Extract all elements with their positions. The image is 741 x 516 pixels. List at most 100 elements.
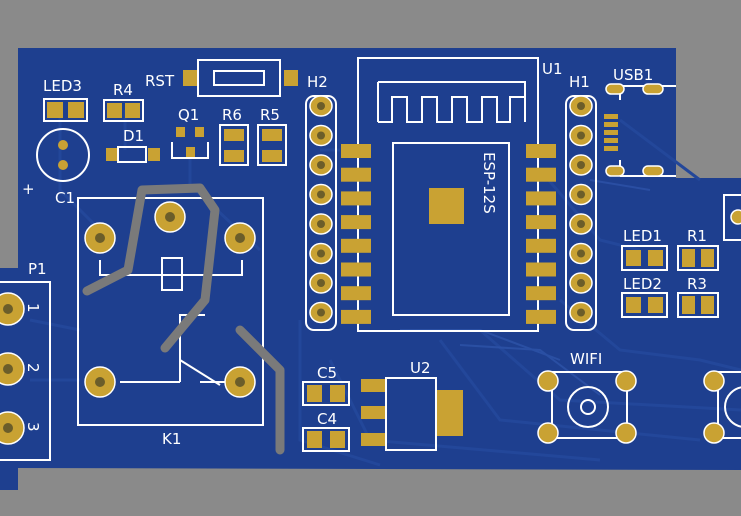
usb1-mount-top-left [605,83,625,95]
q1-pad-1 [176,127,185,137]
usb1-mount-bottom-left [605,165,625,177]
rst-pad-right [284,70,298,86]
label-k1: K1 [162,430,181,448]
wifi-button-cap [567,386,609,428]
label-p1: P1 [28,260,47,278]
led3-pad-right [68,102,84,118]
usb1-pin-5 [604,146,618,151]
label-rst: RST [145,72,175,90]
u1-pad-right-3 [526,191,556,206]
label-r3: R3 [687,275,707,293]
wifi-button-outline [551,371,628,439]
wifi-button-pad-tl [537,370,559,392]
u1-pad-left-2 [341,167,371,182]
r5-pad-bottom [262,150,282,162]
label-r6: R6 [222,106,242,124]
usb1-pin-1 [604,114,618,119]
label-h1: H1 [569,73,590,91]
label-pin1: 1 [24,303,42,313]
label-c1: C1 [55,189,75,207]
p1-outline [0,281,51,461]
r3-pad-right [701,296,714,314]
usb1-mount-bottom-right [642,165,664,177]
usb1-pin-3 [604,130,618,135]
label-pin2: 2 [24,363,42,373]
k1-outline [77,197,264,426]
label-d1: D1 [123,127,144,145]
jumper-wire-2 [235,325,285,455]
rst-pad-left [183,70,197,86]
u2-pad-3 [361,433,385,446]
u1-antenna-trace [377,82,525,123]
r5-pad-top [262,129,282,141]
u1-pad-right-1 [526,144,556,158]
led1-pad-left [626,250,641,266]
d1-pad-left [106,148,118,161]
led3-pad-left [47,102,63,118]
r6-pad-top [224,129,244,141]
c1-pad-bottom [58,160,68,170]
label-c4: C4 [317,410,337,428]
label-led2: LED2 [623,275,662,293]
usb1-pin-4 [604,138,618,143]
u1-pad-right-5 [526,238,556,253]
label-q1: Q1 [178,106,199,124]
u1-pad-right-7 [526,286,556,301]
label-h2: H2 [307,73,328,91]
led2-pad-right [648,297,663,313]
r6-pad-bottom [224,150,244,162]
edge-button-pad-bottom [703,422,725,444]
q1-pad-3 [186,147,195,157]
label-u2: U2 [410,359,431,377]
u1-pad-right-8 [526,309,556,324]
u1-pad-left-8 [341,309,371,324]
r4-pad-right [125,103,140,118]
c5-pad-left [307,385,322,402]
label-wifi: WIFI [570,350,602,368]
u1-pad-left-3 [341,191,371,206]
u1-pad-right-2 [526,167,556,182]
label-plus: + [22,180,35,198]
edge-component-top [723,194,741,241]
c1-outline [36,128,90,182]
label-r5: R5 [260,106,280,124]
u2-outline [385,377,437,451]
c4-pad-right [330,431,345,448]
label-c5: C5 [317,364,337,382]
u1-pad-left-5 [341,238,371,253]
edge-component-top-pad [730,209,741,225]
r3-pad-left [682,296,695,314]
u1-pad-right-4 [526,215,556,230]
u1-ground-pad [429,188,464,224]
wifi-button-pad-tr [615,370,637,392]
u1-pad-right-6 [526,262,556,277]
led2-pad-left [626,297,641,313]
r1-pad-left [682,249,695,267]
r4-pad-left [107,103,122,118]
usb1-mount-top-right [642,83,664,95]
c5-pad-right [330,385,345,402]
u2-pad-1 [361,379,385,392]
led1-pad-right [648,250,663,266]
label-led3: LED3 [43,77,82,95]
jumper-wire-1 [82,183,220,353]
u1-shield [392,142,510,316]
edge-button-outline [717,371,741,439]
q1-pad-2 [195,127,204,137]
label-u1: U1 [542,60,563,78]
u1-pad-left-4 [341,215,371,230]
u2-tab-pad [437,390,463,436]
label-r4: R4 [113,81,133,99]
edge-button-pad-top [703,370,725,392]
r1-pad-right [701,249,714,267]
usb1-pin-2 [604,122,618,127]
label-led1: LED1 [623,227,662,245]
u2-pad-2 [361,406,385,419]
u1-pad-left-1 [341,144,371,158]
label-r1: R1 [687,227,707,245]
d1-pad-right [148,148,160,161]
label-esp: ESP-12S [480,152,498,214]
wifi-button-pad-bl [537,422,559,444]
